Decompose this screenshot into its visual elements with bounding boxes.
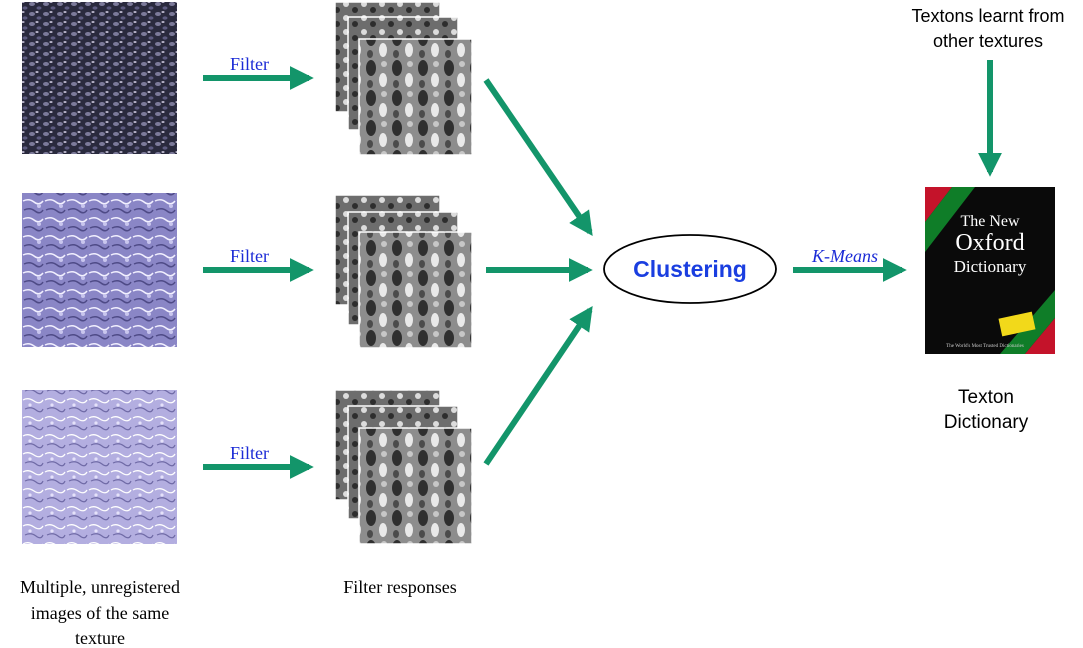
- texture-purple-icon: [22, 193, 177, 347]
- book-footer: The World's Most Trusted Dictionaries: [946, 344, 1024, 349]
- input-caption: Multiple, unregistered: [20, 577, 180, 597]
- to-clustering-arrow: [483, 78, 593, 236]
- filter-response-stack-icon: [334, 194, 473, 349]
- filter-response-stack-icon: [334, 1, 473, 156]
- filter-responses-caption: Filter responses: [343, 577, 456, 597]
- texture-dark-icon: [22, 2, 177, 154]
- filter-label: Filter: [230, 443, 269, 463]
- to-clustering-arrow: [483, 306, 593, 466]
- filter-response-stack-icon: [334, 389, 473, 545]
- input-caption: images of the same: [31, 603, 169, 623]
- clustering-node: [603, 234, 777, 304]
- kmeans-label: K-Means: [811, 246, 878, 266]
- clustering-label: Clustering: [633, 256, 747, 282]
- filter-label: Filter: [230, 246, 269, 266]
- book-title-line: Dictionary: [954, 257, 1027, 276]
- input-caption: texture: [75, 628, 125, 648]
- oxford-dictionary-book-icon: The New Oxford Dictionary The World's Mo…: [925, 187, 1055, 354]
- texton-dictionary-label: Texton: [958, 387, 1014, 408]
- texton-dictionary-label: Dictionary: [944, 412, 1029, 433]
- textons-learnt-label: other textures: [933, 31, 1043, 51]
- filter-label: Filter: [230, 54, 269, 74]
- book-title-line: The New: [960, 213, 1020, 230]
- texture-light-purple-icon: [22, 390, 177, 544]
- textons-learnt-label: Textons learnt from: [911, 6, 1064, 26]
- book-title-line: Oxford: [955, 230, 1024, 256]
